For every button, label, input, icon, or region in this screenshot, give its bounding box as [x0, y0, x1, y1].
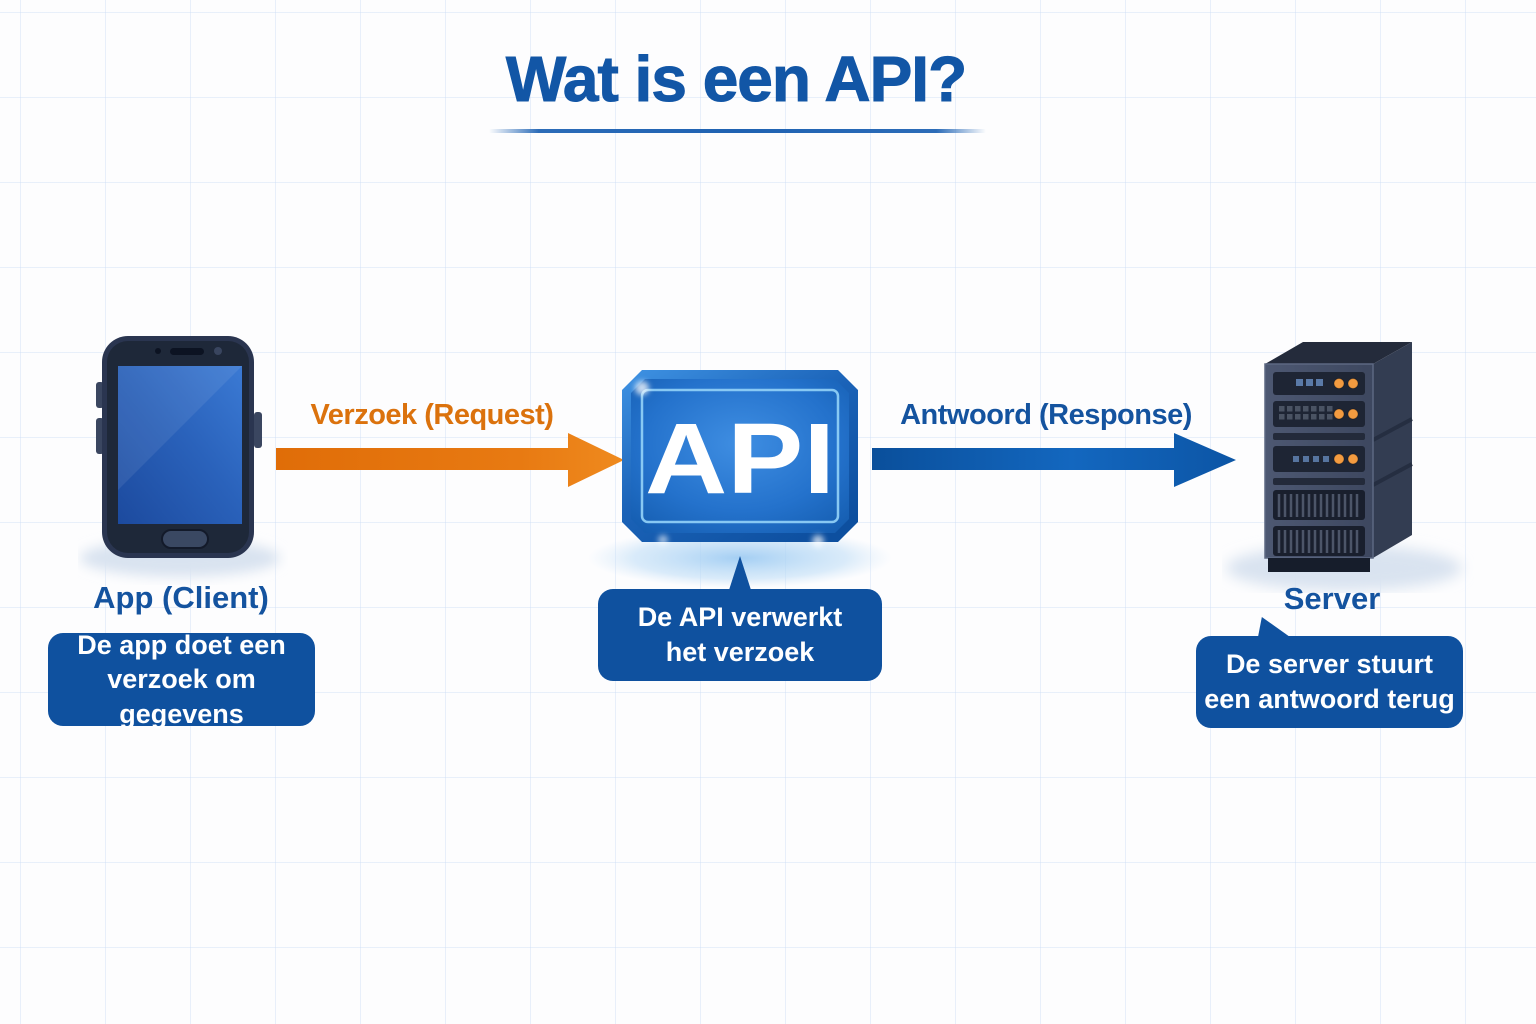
- client-callout: De app doet een verzoek om gegevens: [48, 630, 315, 729]
- server-callout-text: De server stuurt een antwoord terug: [1204, 649, 1455, 714]
- server-rack-rows: [1273, 372, 1365, 556]
- server-callout: De server stuurt een antwoord terug: [1196, 617, 1463, 728]
- api-box-label: API: [645, 403, 835, 515]
- phone-screen: [118, 366, 242, 524]
- client-node-label: App (Client): [93, 580, 269, 615]
- request-arrow-icon: [276, 433, 624, 487]
- server-node-label: Server: [1283, 581, 1381, 616]
- api-callout: De API verwerkt het verzoek: [598, 556, 882, 681]
- api-callout-text: De API verwerkt het verzoek: [637, 602, 843, 667]
- phone-camera: [155, 348, 161, 354]
- server-icon: [1226, 342, 1462, 591]
- response-arrow-label: Antwoord (Response): [900, 399, 1192, 431]
- request-arrow-label: Verzoek (Request): [310, 399, 554, 431]
- title-underline: [489, 129, 986, 133]
- phone-speaker: [170, 348, 204, 355]
- client-callout-text: De app doet een verzoek om gegevens: [77, 629, 286, 729]
- smartphone-icon: [80, 336, 280, 577]
- page-title: Wat is een API?: [505, 43, 967, 116]
- server-callout-tail: [1258, 617, 1290, 637]
- response-arrow-icon: [872, 433, 1236, 487]
- phone-home-button: [161, 529, 209, 549]
